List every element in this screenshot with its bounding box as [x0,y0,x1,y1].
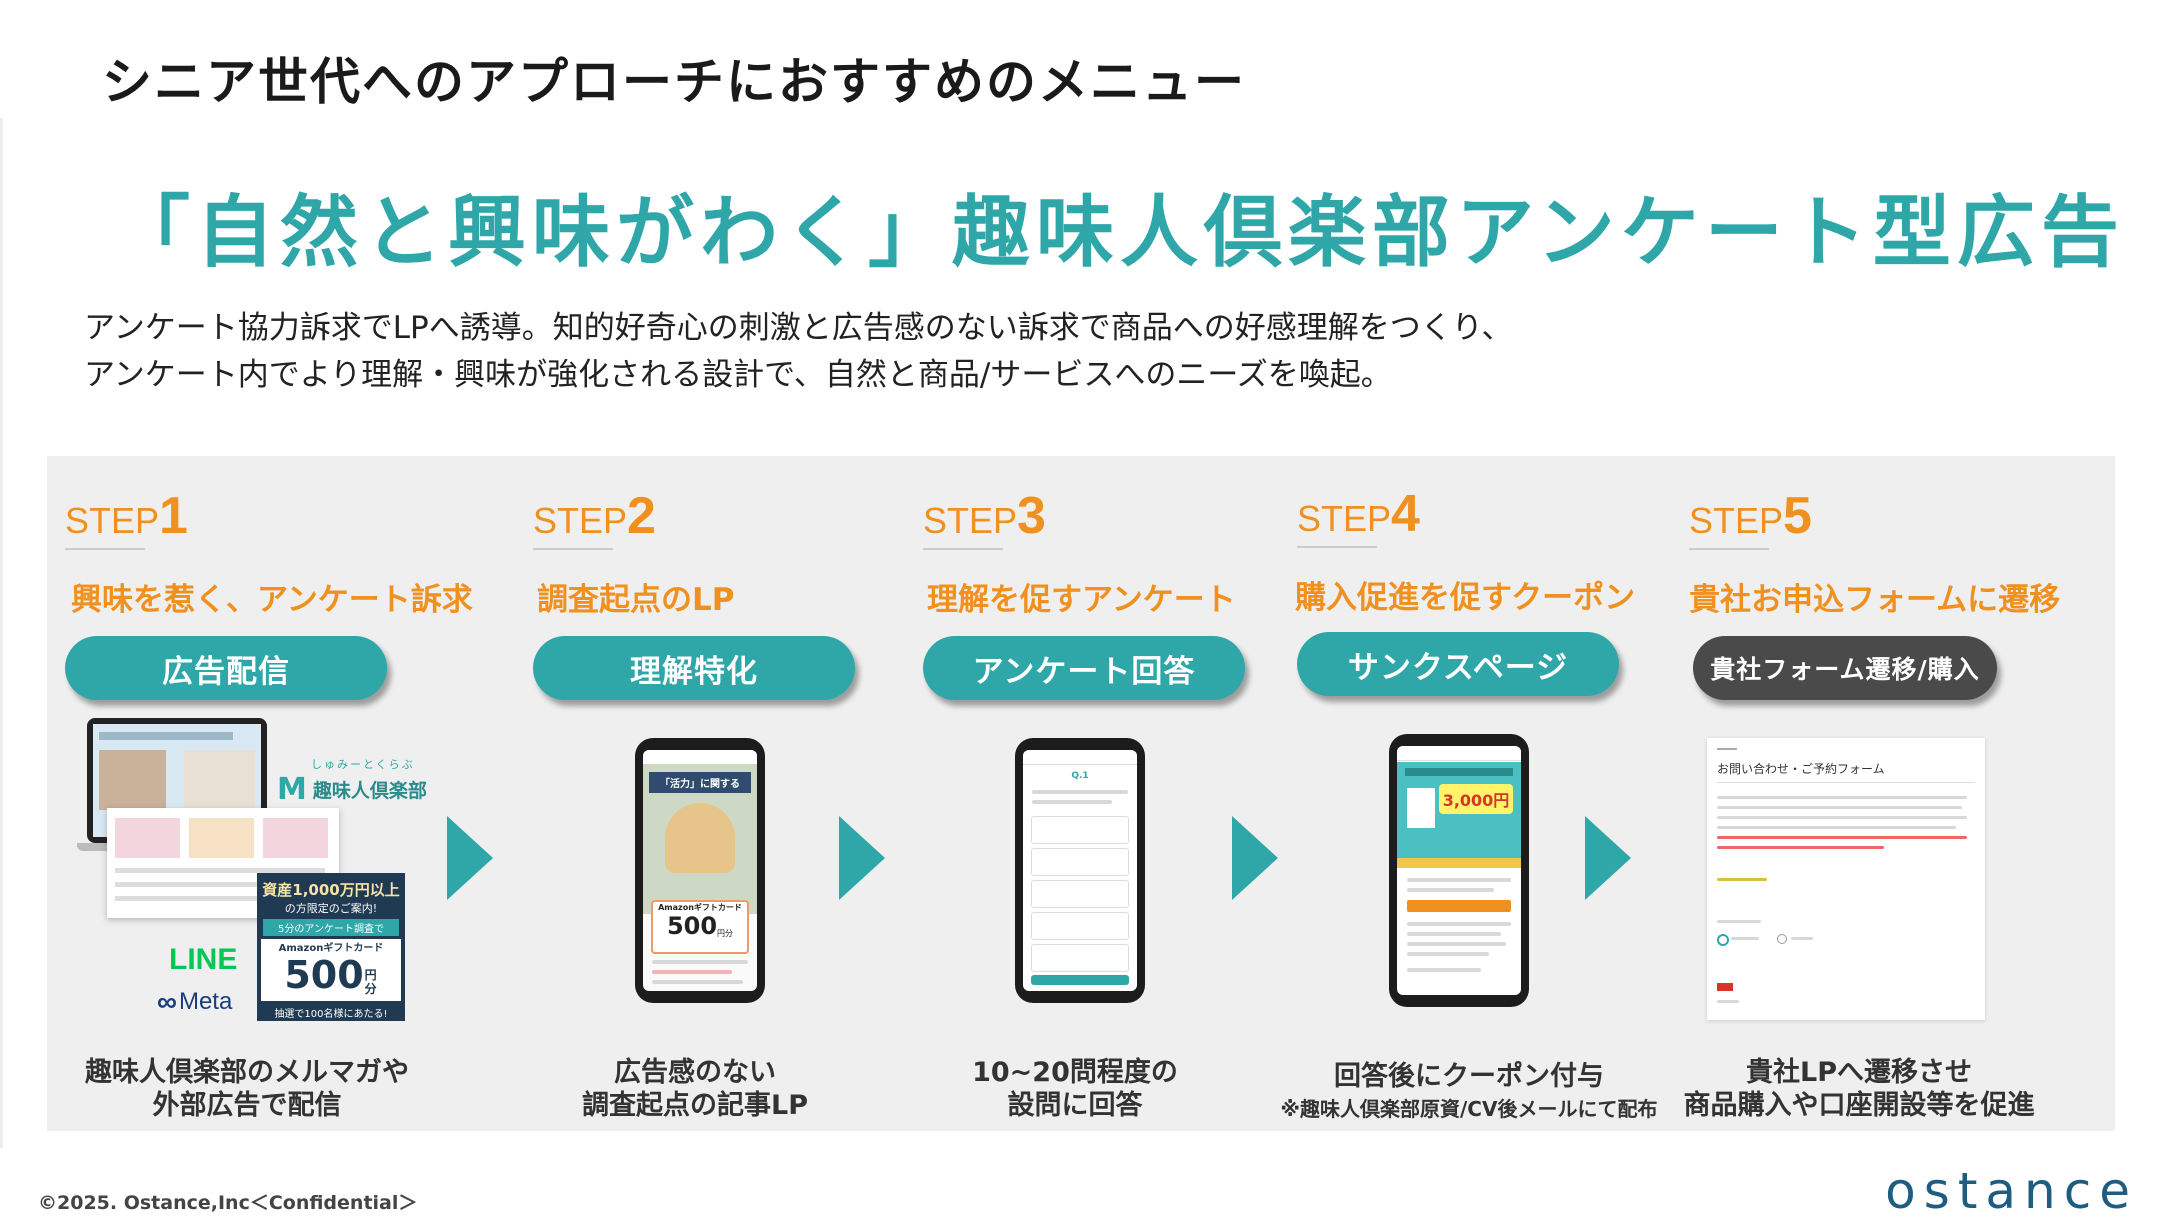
ad-amount: 500 [284,953,364,997]
ad-unit: 円分 [364,968,377,996]
arrow-right-icon [1232,816,1278,900]
ostance-logo: ostance [1885,1162,2138,1220]
description: アンケート協力訴求でLPへ誘導。知的好奇心の刺激と広告感のない訴求で商品への好感… [84,305,1512,399]
step-label: STEP5 [1689,487,1812,545]
description-line-2: アンケート内でより理解・興味が強化される設計で、自然と商品/サービスへのニーズを… [84,357,1392,393]
meta-infinity-icon: ∞ [157,986,177,1017]
pill-survey-answer: アンケート回答 [923,636,1245,700]
ad-note: 抽選で100名様にあたる! [274,1009,388,1020]
step-label: STEP3 [923,487,1046,545]
form-title: お問い合わせ・ご予約フォーム [1717,762,1885,776]
left-rule [0,118,3,1148]
ad-line-2: の方限定のご案内! [284,902,378,915]
step-underline [533,548,613,550]
step-label: STEP1 [65,487,188,545]
step-3: STEP3 理解を促すアンケート アンケート回答 Q.1 10~20問程度の 設… [905,456,1265,1131]
line-logo: LINE [169,943,238,976]
step-label: STEP2 [533,487,656,545]
step-underline [923,548,1003,550]
steps-panel: STEP1 興味を惹く、アンケート訴求 広告配信 しゅ [47,456,2115,1131]
brand-m-icon: M [277,772,307,807]
headline: 「自然と興味がわく」趣味人倶楽部アンケート型広告 [112,188,2125,278]
arrow-right-icon [839,816,885,900]
step-heading: 理解を促すアンケート [927,582,1236,618]
ad-line-3: 5分のアンケート調査で [263,919,399,936]
phone-mockup-lp: 「活力」に関する Amazonギフトカード 500 円分 [635,738,765,1003]
newsletter-card [107,808,339,918]
step-label: STEP4 [1297,485,1420,543]
phone-mockup-coupon: 3,000円 [1389,734,1529,1007]
step-caption: 広告感のない 調査起点の記事LP [582,1057,808,1121]
step-underline [1689,548,1769,550]
step1-visual: しゅみーとくらぶ M 趣味人倶楽部 LINE ∞Meta 資産1,000万円以上… [57,718,437,1043]
survey-question-number: Q.1 [1071,771,1089,781]
form-screenshot: お問い合わせ・ご予約フォーム [1707,738,1985,1020]
step-heading: 調査起点のLP [537,582,735,618]
page-title: シニア世代へのアプローチにおすすめのメニュー [102,53,1246,111]
step-heading: 購入促進を促すクーポン [1295,580,1636,616]
step-underline [65,548,145,550]
pill-ad-delivery: 広告配信 [65,636,387,700]
pill-form-transition: 貴社フォーム遷移/購入 [1693,636,1997,700]
coupon-amount: 3,000円 [1439,784,1513,814]
step-underline [1297,546,1377,548]
step-heading: 興味を惹く、アンケート訴求 [71,582,473,618]
lp-gift-label: Amazonギフトカード [658,903,742,912]
step-4: STEP4 購入促進を促すクーポン サンクスページ 3,000円 [1279,456,1659,1131]
lp-title: 「活力」に関する [649,772,751,793]
pill-thanks-page: サンクスページ [1297,632,1619,696]
step-caption: 回答後にクーポン付与 ※趣味人倶楽部原資/CV後メールにて配布 [1280,1061,1658,1121]
step-heading: 貴社お申込フォームに遷移 [1689,582,2061,618]
phone-mockup-survey: Q.1 [1015,738,1145,1003]
step-5: STEP5 貴社お申込フォームに遷移 貴社フォーム遷移/購入 お問い合わせ・ご予… [1679,456,2079,1131]
step-1: STEP1 興味を惹く、アンケート訴求 広告配信 しゅ [47,456,473,1131]
description-line-1: アンケート協力訴求でLPへ誘導。知的好奇心の刺激と広告感のない訴求で商品への好感… [84,310,1513,346]
brand-name: 趣味人倶楽部 [312,780,427,802]
arrow-right-icon [447,816,493,900]
ad-line-1: 資産1,000万円以上 [262,881,400,899]
step-caption: 趣味人倶楽部のメルマガや 外部広告で配信 [85,1057,409,1121]
laptop-mockup [87,718,267,843]
footer-copyright: ©2025. Ostance,Inc＜Confidential＞ [38,1192,418,1214]
arrow-right-icon [1585,816,1631,900]
brand-ruby: しゅみーとくらぶ [311,758,415,771]
brand-logo: しゅみーとくらぶ M 趣味人倶楽部 [277,756,427,807]
step-caption: 貴社LPへ遷移させ 商品購入や口座開設等を促進 [1683,1057,2035,1121]
pill-understanding: 理解特化 [533,636,855,700]
meta-logo: ∞Meta [157,986,233,1017]
ad-banner: 資産1,000万円以上 の方限定のご案内! 5分のアンケート調査で Amazon… [257,873,405,1021]
step-2: STEP2 調査起点のLP 理解特化 「活力」に関する Amazonギフトカード… [515,456,875,1131]
ad-line-4: Amazonギフトカード [278,943,384,954]
lp-amount: 500 [666,912,718,940]
lp-unit: 円分 [717,929,734,938]
step-caption: 10~20問程度の 設問に回答 [972,1057,1178,1121]
